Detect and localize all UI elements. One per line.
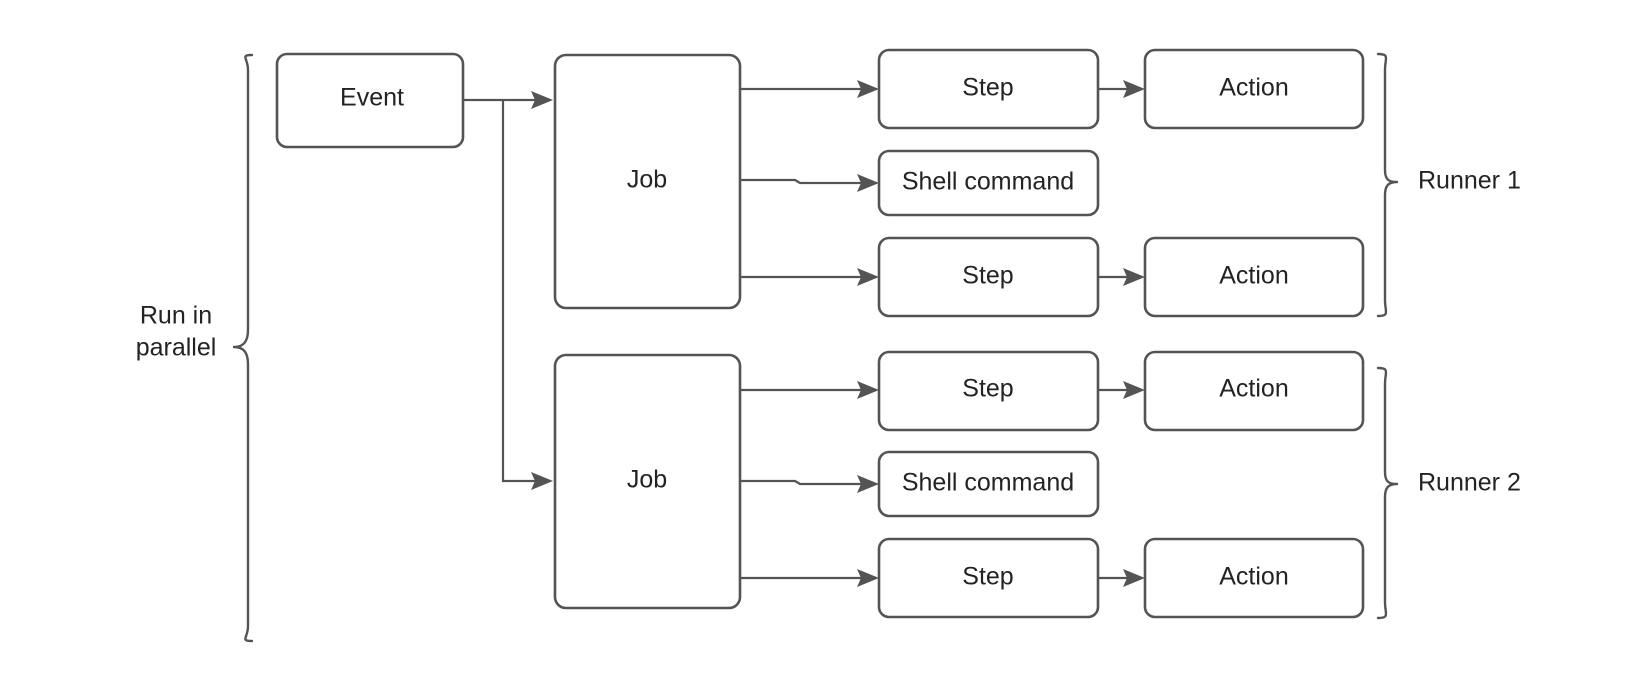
edge-step2-to-action2-r1 — [1098, 268, 1145, 286]
runner2-brace-icon — [1376, 366, 1399, 620]
node-job-bottom[interactable]: Job — [553, 353, 742, 610]
runner2-group: Runner 2 — [1376, 366, 1521, 620]
node-job-top[interactable]: Job — [553, 53, 742, 310]
edge-job-bottom-to-shell-line — [740, 479, 863, 486]
runner1-brace-icon — [1376, 52, 1399, 318]
runner2-action2-box[interactable] — [1143, 537, 1365, 619]
runner1-step1-label: Step — [962, 74, 1013, 102]
edge-step1-to-action1-r1-arrowhead — [1123, 80, 1145, 98]
node-runner1-step1[interactable]: Step — [877, 48, 1100, 130]
run-in-parallel-label-line1: Run in — [140, 302, 212, 330]
runner2-action1-label: Action — [1219, 375, 1288, 403]
runner2-shell-box[interactable] — [877, 450, 1100, 518]
edge-step2-to-action2-r2-arrowhead — [1123, 569, 1145, 587]
node-runner1-action2[interactable]: Action — [1143, 236, 1365, 318]
edge-job-bottom-to-step1-arrowhead — [857, 381, 879, 399]
runner2-action2-label: Action — [1219, 563, 1288, 591]
edge-step1-to-action1-r1 — [1098, 80, 1145, 98]
job-bottom-label: Job — [627, 466, 667, 494]
runner1-action1-label: Action — [1219, 74, 1288, 102]
edge-job-bottom-to-step1 — [740, 381, 879, 399]
runner2-label: Runner 2 — [1418, 469, 1521, 497]
runner2-shell-label: Shell command — [902, 469, 1074, 497]
run-in-parallel-group: Run in parallel — [136, 53, 254, 643]
runner1-step2-label: Step — [962, 262, 1013, 290]
edge-job-top-to-step2 — [740, 268, 879, 286]
runner2-step2-label: Step — [962, 563, 1013, 591]
run-in-parallel-label-line2: parallel — [136, 334, 217, 362]
edge-job-top-to-shell — [740, 174, 879, 192]
edge-job-top-to-step1-arrowhead — [857, 80, 879, 98]
runner1-action2-box[interactable] — [1143, 236, 1365, 318]
node-event[interactable]: Event — [275, 52, 465, 149]
node-runner1-action1[interactable]: Action — [1143, 48, 1365, 130]
runner2-step1-label: Step — [962, 375, 1013, 403]
edge-step2-to-action2-r1-arrowhead — [1123, 268, 1145, 286]
edge-event-to-job-bottom — [501, 100, 553, 490]
runner1-action1-box[interactable] — [1143, 48, 1365, 130]
edge-event-to-job-top-arrowhead — [531, 91, 553, 109]
edge-job-bottom-to-shell-arrowhead — [857, 475, 879, 493]
edge-event-to-job-bottom-line — [501, 100, 537, 483]
runner1-label: Runner 1 — [1418, 167, 1521, 195]
node-runner2-action2[interactable]: Action — [1143, 537, 1365, 619]
edge-step1-to-action1-r2 — [1098, 381, 1145, 399]
job-top-label: Job — [627, 166, 667, 194]
edge-job-bottom-to-step2-arrowhead — [857, 569, 879, 587]
runner1-shell-box[interactable] — [877, 149, 1100, 217]
runner2-action1-box[interactable] — [1143, 350, 1365, 432]
edge-job-top-to-step2-arrowhead — [857, 268, 879, 286]
runner1-group: Runner 1 — [1376, 52, 1521, 318]
node-runner2-action1[interactable]: Action — [1143, 350, 1365, 432]
edge-job-bottom-to-step2 — [740, 569, 879, 587]
runner1-action2-label: Action — [1219, 262, 1288, 290]
edge-step1-to-action1-r2-arrowhead — [1123, 381, 1145, 399]
event-label: Event — [340, 84, 404, 112]
edge-job-top-to-step1 — [740, 80, 879, 98]
node-runner1-step2[interactable]: Step — [877, 236, 1100, 318]
node-runner2-step1[interactable]: Step — [877, 350, 1100, 432]
node-runner2-step2[interactable]: Step — [877, 537, 1100, 619]
runner1-shell-label: Shell command — [902, 168, 1074, 196]
edge-job-bottom-to-shell — [740, 475, 879, 493]
left-brace-icon — [232, 53, 254, 643]
edge-job-top-to-shell-line — [740, 178, 863, 185]
edge-job-top-to-shell-arrowhead — [857, 174, 879, 192]
edge-event-to-job-top — [463, 91, 553, 109]
edge-step2-to-action2-r2 — [1098, 569, 1145, 587]
node-runner2-shell[interactable]: Shell command — [877, 450, 1100, 518]
node-runner1-shell[interactable]: Shell command — [877, 149, 1100, 217]
edge-event-to-job-bottom-arrowhead — [531, 472, 553, 490]
job-top-box[interactable] — [553, 53, 742, 310]
